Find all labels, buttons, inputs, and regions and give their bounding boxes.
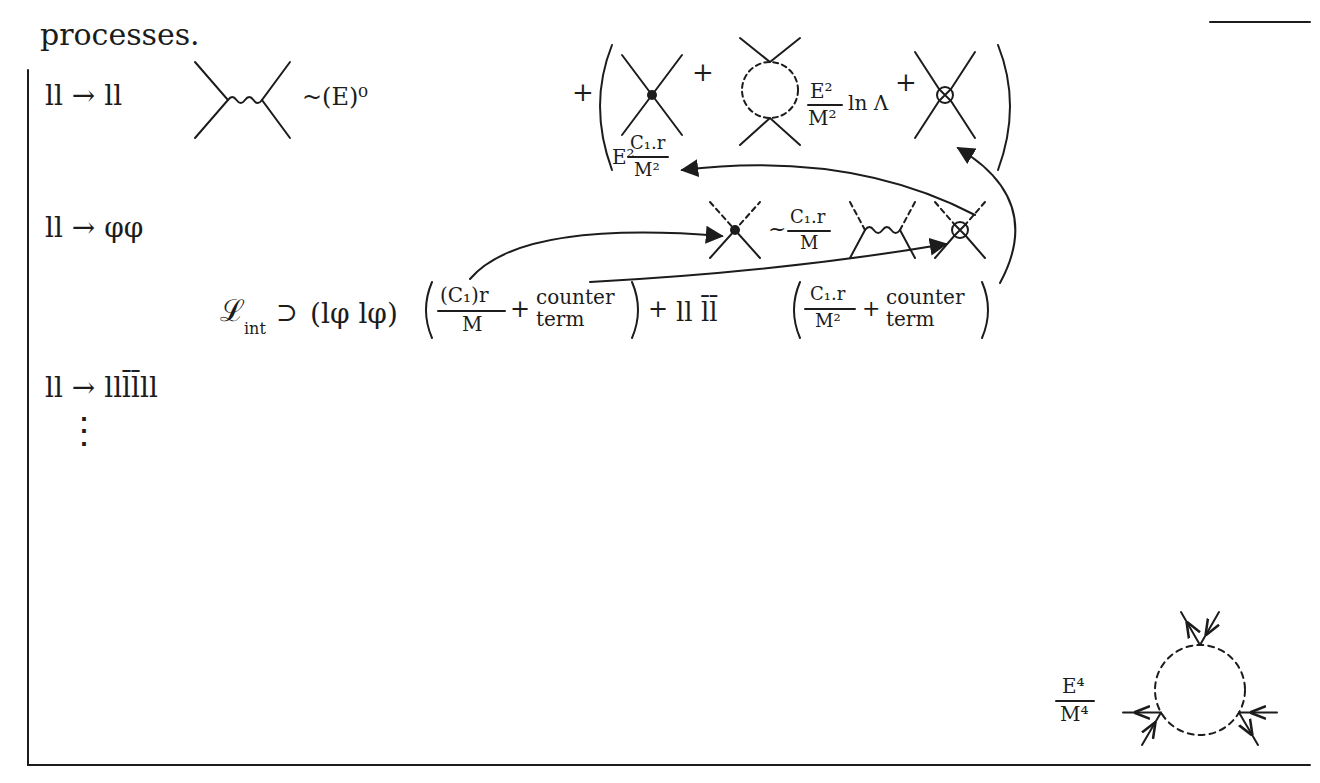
bracket — [998, 45, 1010, 170]
counterterm-note: counter term — [536, 286, 628, 330]
loop-diagram — [740, 38, 800, 145]
plus-sign: + — [510, 296, 530, 324]
lagrangian-symbol: ℒ — [220, 294, 245, 329]
process-label: ll → lll̄l̄ll — [45, 372, 158, 404]
scaling-sign: ~ — [768, 216, 786, 241]
continuation-dots: ⋮ — [66, 410, 102, 451]
frame-line — [28, 70, 1310, 765]
mass-denominator: M² — [808, 107, 837, 130]
coupling-numerator: (C₁)r — [440, 284, 489, 307]
bracket — [600, 45, 612, 170]
contains-symbol: ⊃ — [276, 298, 298, 328]
bracket — [632, 282, 638, 338]
bracket — [982, 282, 988, 338]
mass-denominator: M² — [634, 160, 660, 181]
mass-denominator: M — [800, 233, 818, 254]
plus-sign: + — [895, 68, 917, 98]
counterterm-diagram — [915, 52, 975, 138]
photon-exchange-diagram — [195, 62, 290, 138]
counterterm-diagram — [935, 202, 985, 258]
coupling-numerator: C₁.r — [810, 284, 845, 305]
pointer-arrow — [590, 244, 946, 282]
frame-line — [1210, 21, 1310, 23]
plus-sign: + — [648, 296, 668, 324]
energy-numerator: E⁴ — [1062, 675, 1085, 698]
log-factor: ln Λ — [848, 92, 888, 115]
mass-denominator: M — [462, 313, 482, 336]
fraction-bar — [808, 104, 842, 106]
fraction-bar — [1056, 700, 1094, 702]
pointer-arrow — [470, 233, 722, 279]
pointer-arrow — [958, 148, 1015, 283]
plus-sign: + — [572, 78, 594, 108]
energy-numerator: E² — [810, 80, 833, 103]
mass-denominator: M⁴ — [1060, 703, 1089, 726]
fraction-bar — [438, 310, 505, 312]
fraction-bar — [805, 308, 855, 310]
pointer-arrow — [682, 165, 975, 215]
process-label: ll → ll — [45, 80, 122, 112]
bracket — [794, 282, 800, 338]
plus-sign: + — [862, 296, 880, 321]
mass-denominator: M² — [815, 311, 841, 332]
process-label: ll → φφ — [45, 212, 143, 244]
coupling-numerator: C₁.r — [790, 207, 825, 228]
page-heading: processes. — [40, 18, 200, 53]
plus-sign: + — [692, 58, 714, 88]
operator-term: ll l̄l̄ — [676, 298, 718, 328]
coupling-numerator: C₁.r — [630, 133, 665, 154]
six-point-loop-diagram — [1123, 612, 1277, 745]
scaling-note: ~(E)⁰ — [302, 84, 368, 112]
lagrangian-subscript: int — [244, 320, 266, 338]
bracket — [426, 282, 432, 338]
fraction-bar — [788, 230, 830, 232]
operator-term: (lφ lφ) — [310, 298, 398, 330]
counterterm-note: counter term — [886, 286, 978, 330]
contact-vertex-diagram — [710, 202, 760, 258]
contact-vertex-diagram — [622, 55, 682, 135]
